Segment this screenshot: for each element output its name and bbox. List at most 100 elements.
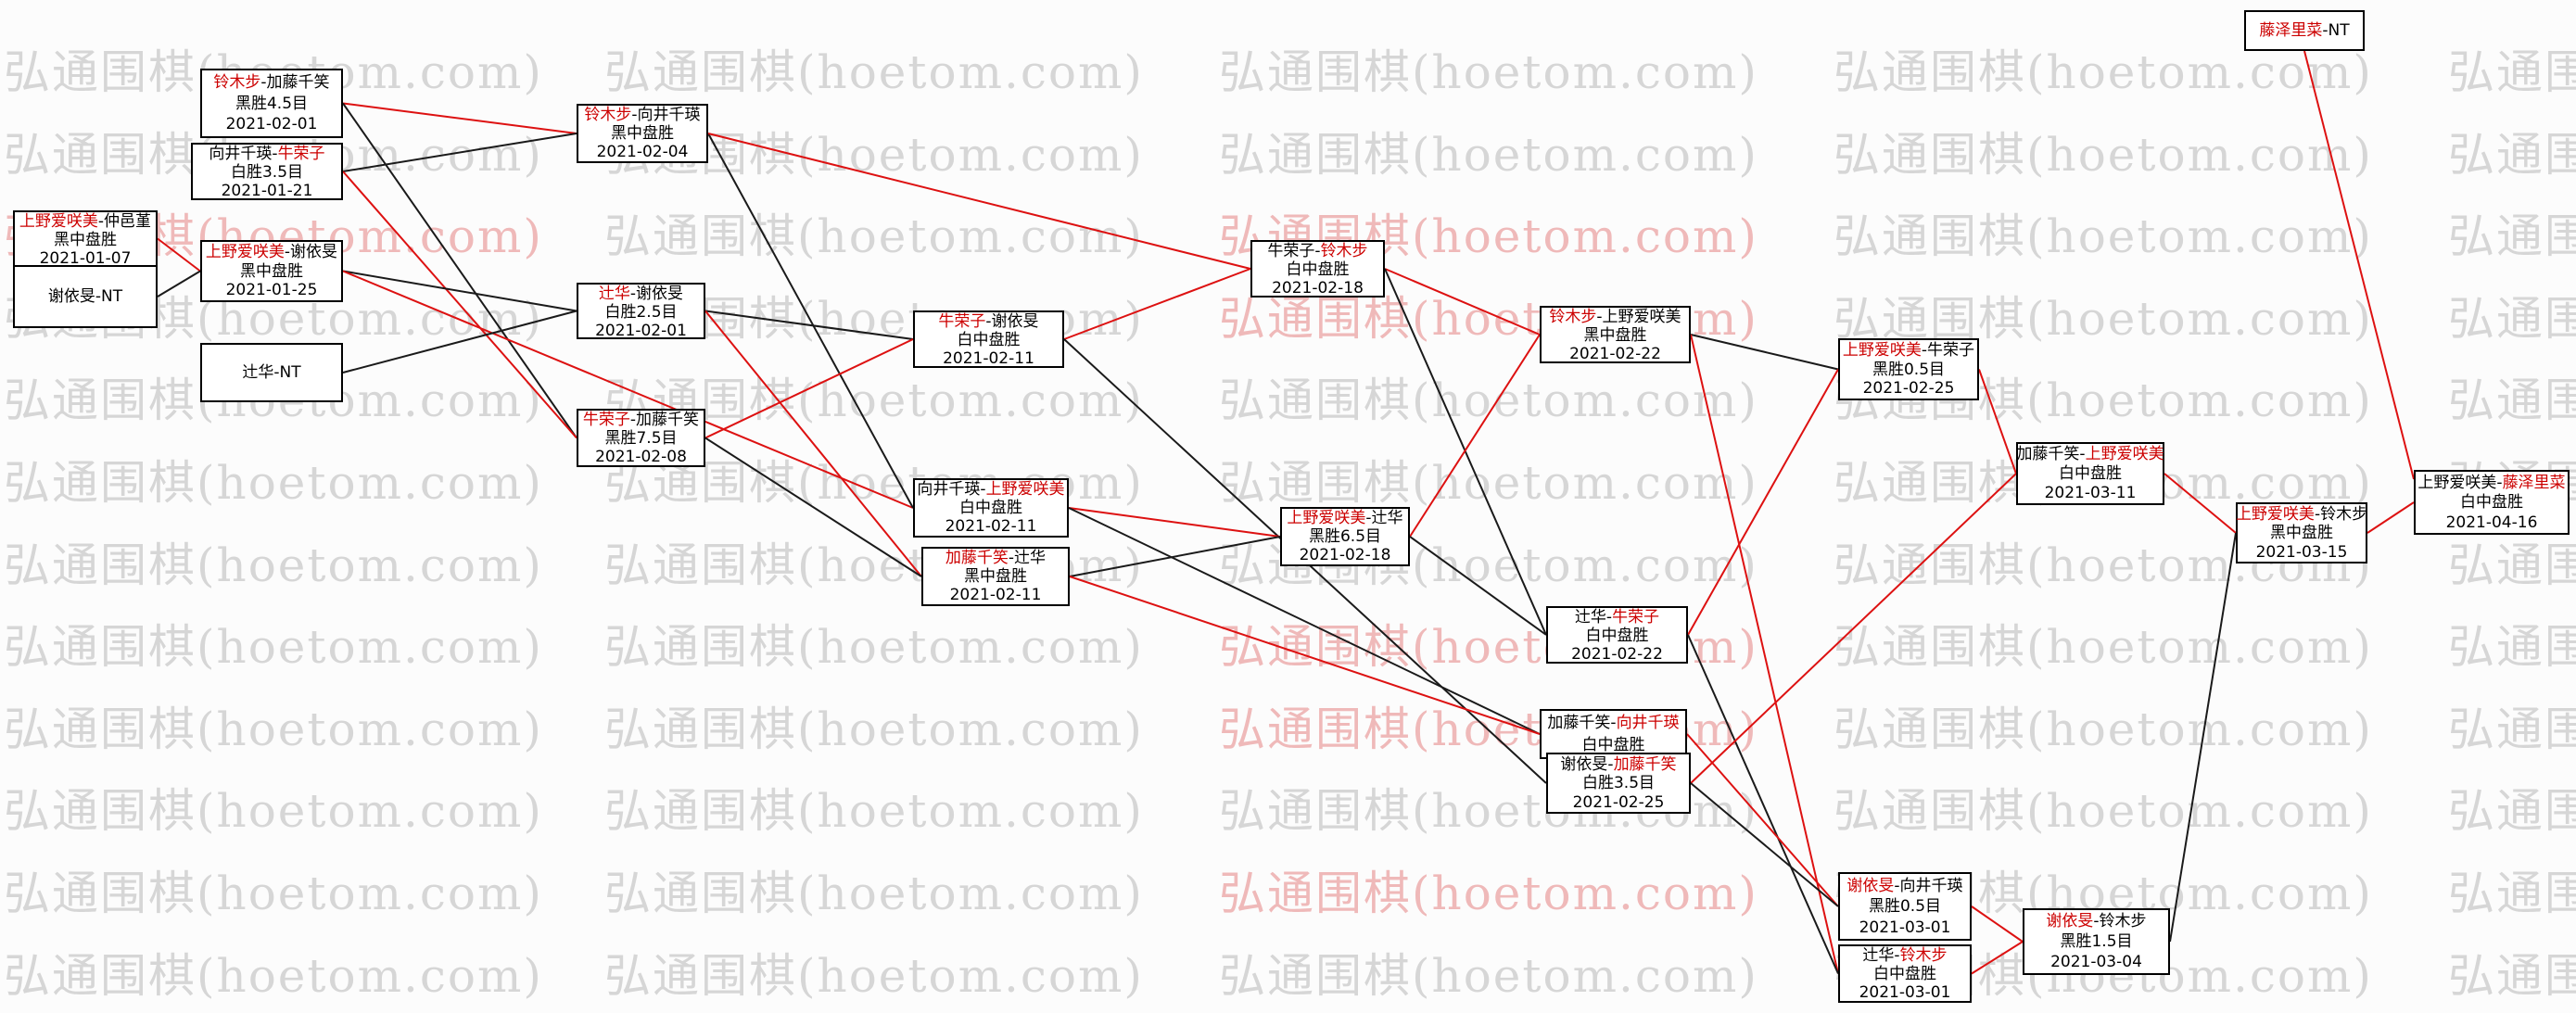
winner-path-line	[2303, 50, 2415, 480]
player-name: 向井千瑛-	[209, 145, 278, 163]
match-result: 黑胜6.5目	[1308, 527, 1382, 546]
match-date: 2021-02-18	[1272, 279, 1364, 298]
player-name: -铃木步	[2314, 504, 2368, 524]
match-players: 谢依旻-铃木步	[2046, 912, 2146, 931]
winner-name: 牛荣子	[277, 145, 325, 163]
match-players: 藤泽里菜-NT	[2259, 21, 2349, 40]
player-name: -上野爱咲美	[1596, 308, 1681, 326]
match-players: 谢依旻-向井千瑛	[1846, 877, 1962, 895]
watermark-text: 弘通围棋(hoetom.com)	[2448, 620, 2576, 674]
match-box-b17[interactable]: 加藤千笑-向井千瑛白中盘胜	[1540, 709, 1687, 759]
watermark-text: 弘通围棋(hoetom.com)	[2448, 209, 2576, 263]
winner-path-line	[704, 338, 914, 439]
winner-name: 上野爱咲美	[2235, 504, 2315, 524]
player-name: -谢依旻	[284, 242, 338, 261]
match-result: 黑胜7.5目	[604, 429, 678, 448]
watermark-text: 弘通围棋(hoetom.com)	[604, 784, 1144, 838]
winner-name: 铃木步	[213, 72, 261, 92]
match-players: 辻华-谢依旻	[599, 285, 683, 303]
winner-name: 上野爱咲美	[1287, 509, 1366, 527]
watermark-text: 弘通围棋(hoetom.com)	[4, 784, 543, 838]
watermark-text: 弘通围棋(hoetom.com)	[4, 867, 543, 920]
match-result: 黑中盘胜	[964, 567, 1027, 586]
loser-path-line	[1690, 334, 1839, 371]
match-date: 2021-03-01	[1859, 983, 1951, 1002]
match-result: 白中盘胜	[1581, 735, 1645, 754]
winner-name: 铃木步	[1549, 308, 1597, 326]
winner-path-line	[157, 237, 201, 272]
match-date: 2021-02-08	[595, 448, 687, 466]
match-date: 2021-02-22	[1569, 345, 1661, 363]
winner-name: 上野爱咲美	[19, 212, 98, 231]
winner-name: 上野爱咲美	[1842, 340, 1922, 360]
match-players: 上野爱咲美-谢依旻	[206, 243, 337, 261]
loser-path-line	[1409, 536, 1547, 636]
winner-path-line	[1687, 369, 1839, 636]
loser-path-line	[1690, 782, 1839, 907]
player-name: 辻华-NT	[242, 363, 301, 382]
winner-name: 上野爱咲美	[2085, 445, 2164, 463]
loser-path-line	[2169, 532, 2237, 943]
winner-path-line	[2164, 473, 2237, 534]
match-box-b25[interactable]: 藤泽里菜-NT	[2244, 10, 2365, 51]
winner-path-line	[1690, 334, 1839, 974]
player-name: -向井千瑛	[631, 106, 701, 124]
winner-path-line	[707, 133, 1251, 270]
match-players: 上野爱咲美-铃木步	[2236, 505, 2367, 524]
match-result: 白中盘胜	[1286, 260, 1350, 279]
winner-name: 铃木步	[584, 106, 632, 124]
loser-path-line	[157, 270, 201, 298]
winner-path-line	[342, 171, 577, 439]
player-name: 向井千瑛-	[917, 480, 986, 499]
match-date: 2021-02-22	[1571, 645, 1663, 664]
match-date: 2021-03-01	[1859, 918, 1951, 937]
match-box-b6[interactable]: 辻华-NT	[200, 343, 343, 402]
match-result: 白胜2.5目	[604, 303, 678, 322]
watermark-text: 弘通围棋(hoetom.com)	[2448, 703, 2576, 756]
winner-name: 上野爱咲美	[205, 242, 285, 261]
match-box-b4[interactable]: 谢依旻-NT	[13, 265, 158, 328]
player-name: 加藤千笑-	[1547, 714, 1617, 733]
winner-name: 牛荣子	[938, 312, 986, 331]
winner-name: 加藤千笑	[945, 549, 1009, 567]
watermark-text: 弘通围棋(hoetom.com)	[1219, 128, 1758, 182]
loser-path-line	[1384, 268, 1547, 636]
watermark-text: 弘通围棋(hoetom.com)	[1834, 703, 2373, 756]
winner-name: 铃木步	[1899, 946, 1948, 965]
winner-name: 辻华	[598, 285, 630, 303]
loser-path-line	[704, 310, 914, 340]
match-date: 2021-03-04	[2050, 953, 2142, 971]
match-result: 黑中盘胜	[54, 231, 117, 249]
winner-name: 藤泽里菜	[2259, 21, 2323, 40]
player-name: -辻华	[1008, 549, 1047, 567]
player-name: -加藤千笑	[629, 411, 700, 429]
watermark-text: 弘通围棋(hoetom.com)	[604, 620, 1144, 674]
match-result: 白胜3.5目	[1581, 774, 1656, 792]
match-players: 加藤千笑-向井千瑛	[1547, 714, 1679, 732]
watermark-text: 弘通围棋(hoetom.com)	[4, 703, 543, 756]
